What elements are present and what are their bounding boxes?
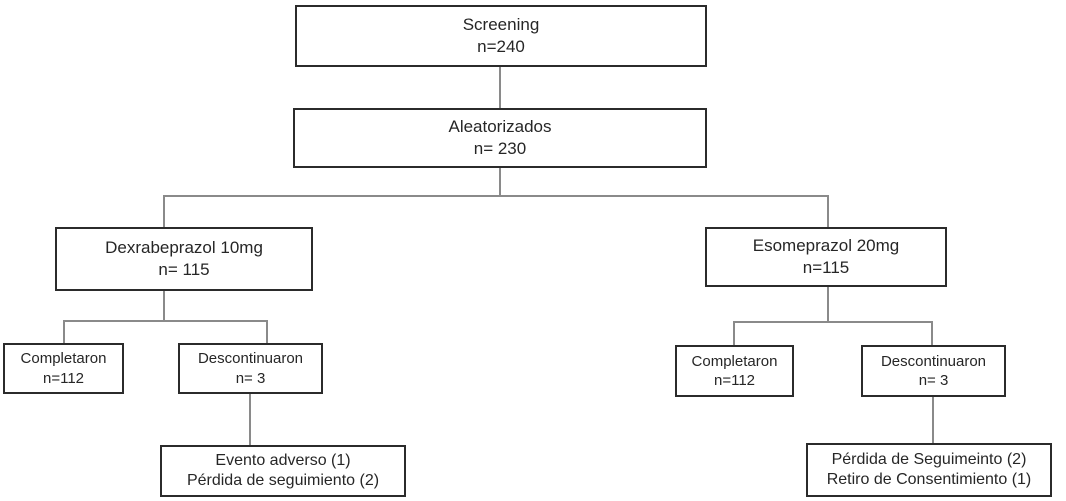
reasons-left-box: Evento adverso (1) Pérdida de seguimient…: [160, 445, 406, 497]
completed-right-box: Completaron n=112: [675, 345, 794, 397]
reasons-left-line1: Evento adverso (1): [215, 451, 351, 469]
arm-esomeprazol-count: n=115: [802, 258, 850, 277]
connector-screening-randomized: [499, 67, 501, 108]
connector-to-completed-right: [733, 321, 735, 345]
randomized-label: Aleatorizados: [448, 117, 552, 137]
screening-label: Screening: [462, 15, 540, 35]
screening-box: Screening n=240: [295, 5, 707, 67]
connector-randomized-stem: [499, 168, 501, 196]
connector-to-discontinued-right: [931, 321, 933, 345]
randomized-box: Aleatorizados n= 230: [293, 108, 707, 168]
completed-right-count: n=112: [713, 372, 755, 389]
completed-left-label: Completaron: [20, 350, 107, 368]
arm-esomeprazol-box: Esomeprazol 20mg n=115: [705, 227, 947, 287]
arm-dexrabeprazol-label: Dexrabeprazol 10mg: [105, 238, 263, 258]
arm-esomeprazol-label: Esomeprazol 20mg: [752, 236, 900, 256]
connector-discontinued-right-reasons: [932, 397, 934, 443]
arm-dexrabeprazol-box: Dexrabeprazol 10mg n= 115: [55, 227, 313, 291]
screening-count: n=240: [477, 37, 525, 56]
discontinued-left-box: Descontinuaron n= 3: [178, 343, 323, 394]
connector-to-discontinued-left: [266, 320, 268, 343]
discontinued-left-count: n= 3: [235, 369, 266, 387]
discontinued-right-label: Descontinuaron: [880, 352, 987, 370]
discontinued-right-count: n= 3: [918, 372, 949, 389]
connector-branch-to-arm-left: [163, 195, 165, 227]
completed-left-box: Completaron n=112: [3, 343, 124, 394]
arm-dexrabeprazol-count: n= 115: [158, 260, 210, 279]
randomized-count: n= 230: [473, 139, 527, 158]
reasons-right-line2: Retiro de Consentimiento (1): [826, 471, 1032, 488]
discontinued-right-box: Descontinuaron n= 3: [861, 345, 1006, 397]
connector-arm-left-stem: [163, 291, 165, 321]
discontinued-left-label: Descontinuaron: [197, 350, 304, 368]
reasons-right-box: Pérdida de Seguimeinto (2) Retiro de Con…: [806, 443, 1052, 497]
completed-right-label: Completaron: [691, 352, 778, 370]
completed-left-count: n=112: [42, 369, 84, 387]
reasons-left-line2: Pérdida de seguimiento (2): [186, 472, 380, 489]
connector-arm-left-branch-bar: [63, 320, 268, 322]
connector-randomized-branch-bar: [163, 195, 829, 197]
connector-arm-right-branch-bar: [733, 321, 933, 323]
connector-to-completed-left: [63, 320, 65, 343]
connector-discontinued-left-reasons: [249, 394, 251, 445]
connector-branch-to-arm-right: [827, 195, 829, 227]
connector-arm-right-stem: [827, 287, 829, 323]
reasons-right-line1: Pérdida de Seguimeinto (2): [831, 450, 1027, 468]
